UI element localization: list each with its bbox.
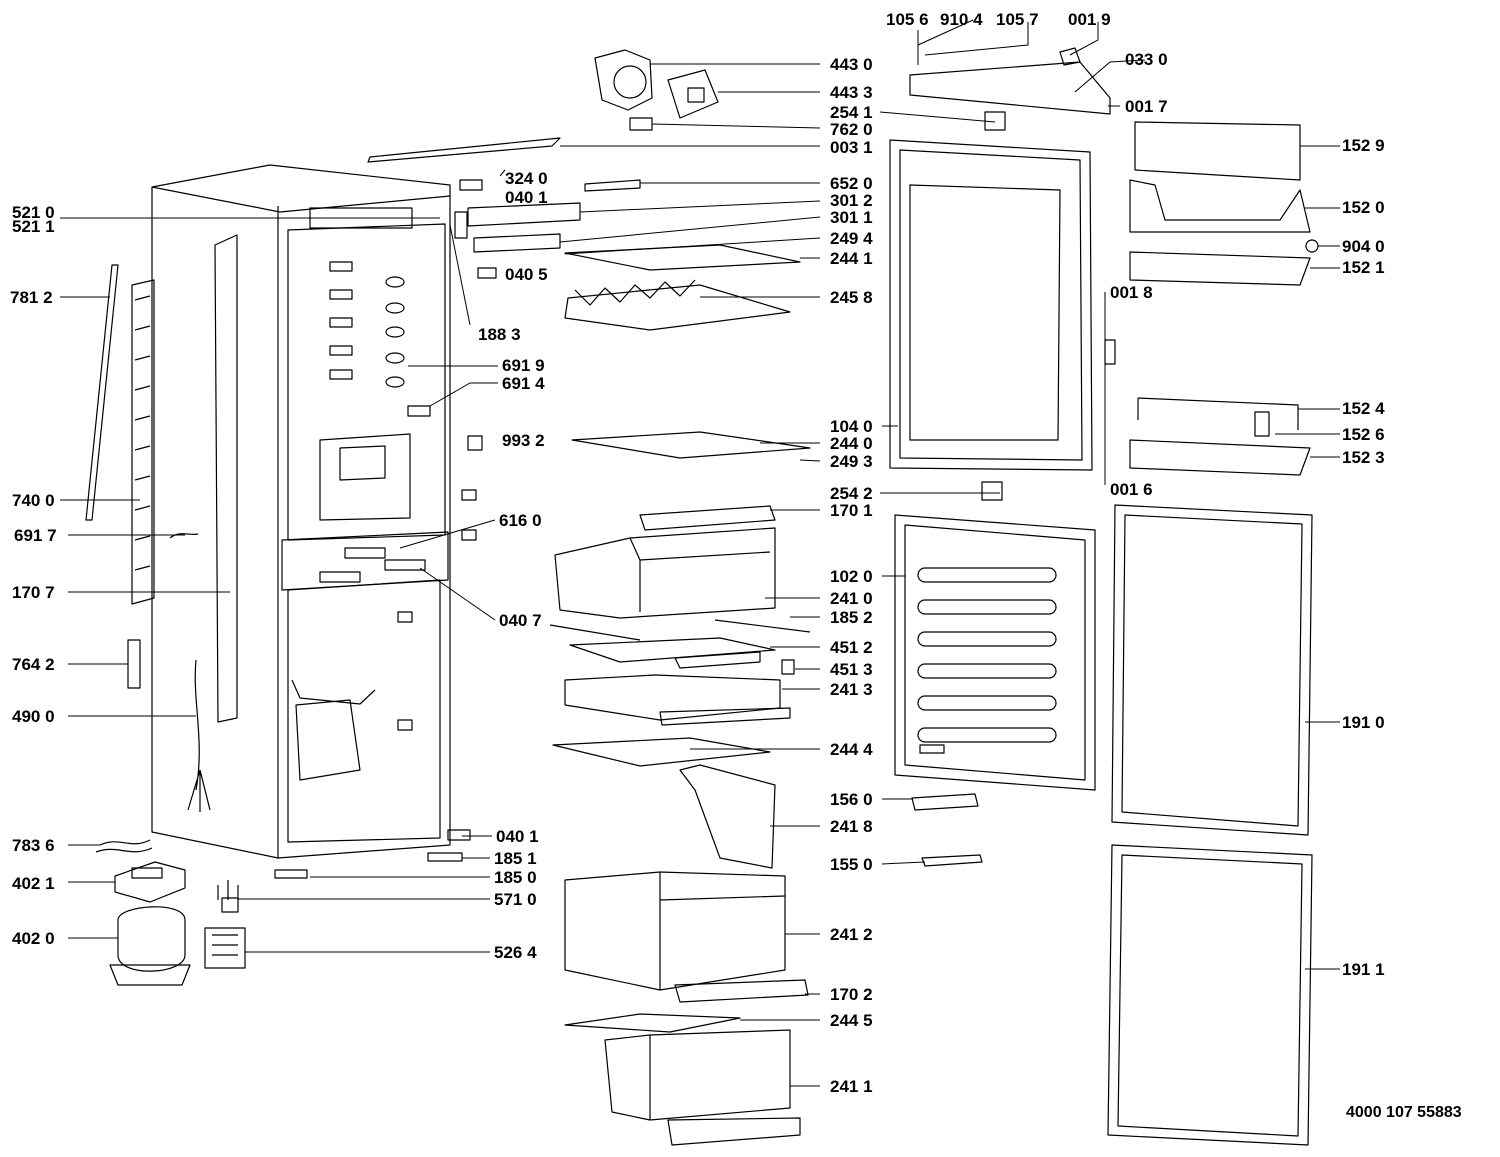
part-label: 249 4 xyxy=(830,229,873,248)
part-label: 904 0 xyxy=(1342,237,1385,256)
part-label: 402 1 xyxy=(12,874,55,893)
part-label: 249 3 xyxy=(830,452,873,471)
part-label: 402 0 xyxy=(12,929,55,948)
part-label: 691 9 xyxy=(502,356,545,375)
part-label: 152 6 xyxy=(1342,425,1385,444)
outer-doors xyxy=(1107,504,1313,1146)
part-label: 254 2 xyxy=(830,484,873,503)
part-label: 762 0 xyxy=(830,120,873,139)
part-label: 185 0 xyxy=(494,868,537,887)
part-label: 521 0 xyxy=(12,203,55,222)
part-label: 244 5 xyxy=(830,1011,873,1030)
part-label: 191 1 xyxy=(1342,960,1385,979)
part-label: 451 3 xyxy=(830,660,873,679)
part-label: 152 3 xyxy=(1342,448,1385,467)
part-label: 443 0 xyxy=(830,55,873,74)
part-label: 245 8 xyxy=(830,288,873,307)
part-label: 244 0 xyxy=(830,434,873,453)
shelves-and-drawers xyxy=(549,431,983,1146)
freezer-door xyxy=(894,514,1096,791)
part-label: 451 2 xyxy=(830,638,873,657)
part-label: 152 0 xyxy=(1342,198,1385,217)
part-label: 993 2 xyxy=(502,431,545,450)
part-label: 152 1 xyxy=(1342,258,1385,277)
part-label: 105 7 xyxy=(996,10,1039,29)
cabinet-body xyxy=(151,164,451,859)
part-label: 783 6 xyxy=(12,836,55,855)
part-label: 188 3 xyxy=(478,325,521,344)
part-label: 241 1 xyxy=(830,1077,873,1096)
part-label: 616 0 xyxy=(499,511,542,530)
part-label: 001 6 xyxy=(1110,480,1153,499)
part-label: 170 2 xyxy=(830,985,873,1004)
leader-lines xyxy=(60,19,1340,1087)
part-label: 001 8 xyxy=(1110,283,1153,302)
part-label: 155 0 xyxy=(830,855,873,874)
part-label: 152 4 xyxy=(1342,399,1385,418)
part-label: 244 4 xyxy=(830,740,873,759)
part-label: 521 1 xyxy=(12,217,55,236)
part-label: 764 2 xyxy=(12,655,55,674)
part-label: 244 1 xyxy=(830,249,873,268)
part-label: 301 1 xyxy=(830,208,873,227)
door-bins xyxy=(1129,121,1319,476)
part-label: 040 5 xyxy=(505,265,548,284)
part-label: 191 0 xyxy=(1342,713,1385,732)
part-label: 170 1 xyxy=(830,501,873,520)
part-label: 301 2 xyxy=(830,191,873,210)
part-label: 443 3 xyxy=(830,83,873,102)
part-label: 152 9 xyxy=(1342,136,1385,155)
compressor-and-relays xyxy=(109,852,463,986)
part-label: 910 4 xyxy=(940,10,983,29)
fridge-door-upper xyxy=(889,139,1116,501)
part-label: 740 0 xyxy=(12,491,55,510)
part-label: 105 6 xyxy=(886,10,929,29)
part-label: 241 3 xyxy=(830,680,873,699)
part-label: 040 1 xyxy=(496,827,539,846)
condenser-and-pipes xyxy=(85,264,211,853)
part-label: 156 0 xyxy=(830,790,873,809)
part-label: 001 7 xyxy=(1125,97,1168,116)
part-label: 652 0 xyxy=(830,174,873,193)
document-number: 4000 107 55883 xyxy=(1346,1104,1462,1121)
part-label: 001 9 xyxy=(1068,10,1111,29)
part-label: 490 0 xyxy=(12,707,55,726)
part-label: 781 2 xyxy=(10,288,53,307)
part-label: 691 4 xyxy=(502,374,545,393)
part-label: 003 1 xyxy=(830,138,873,157)
part-label: 691 7 xyxy=(14,526,57,545)
part-label: 033 0 xyxy=(1125,50,1168,69)
part-label: 254 1 xyxy=(830,103,873,122)
part-label: 241 0 xyxy=(830,589,873,608)
part-label: 170 7 xyxy=(12,583,55,602)
part-label: 185 1 xyxy=(494,849,537,868)
part-label: 040 1 xyxy=(505,188,548,207)
part-label: 040 7 xyxy=(499,611,542,630)
part-label: 241 8 xyxy=(830,817,873,836)
part-label: 571 0 xyxy=(494,890,537,909)
part-label: 241 2 xyxy=(830,925,873,944)
part-label: 526 4 xyxy=(494,943,537,962)
part-label: 102 0 xyxy=(830,567,873,586)
part-label: 324 0 xyxy=(505,169,548,188)
part-label: 104 0 xyxy=(830,417,873,436)
part-label: 185 2 xyxy=(830,608,873,627)
